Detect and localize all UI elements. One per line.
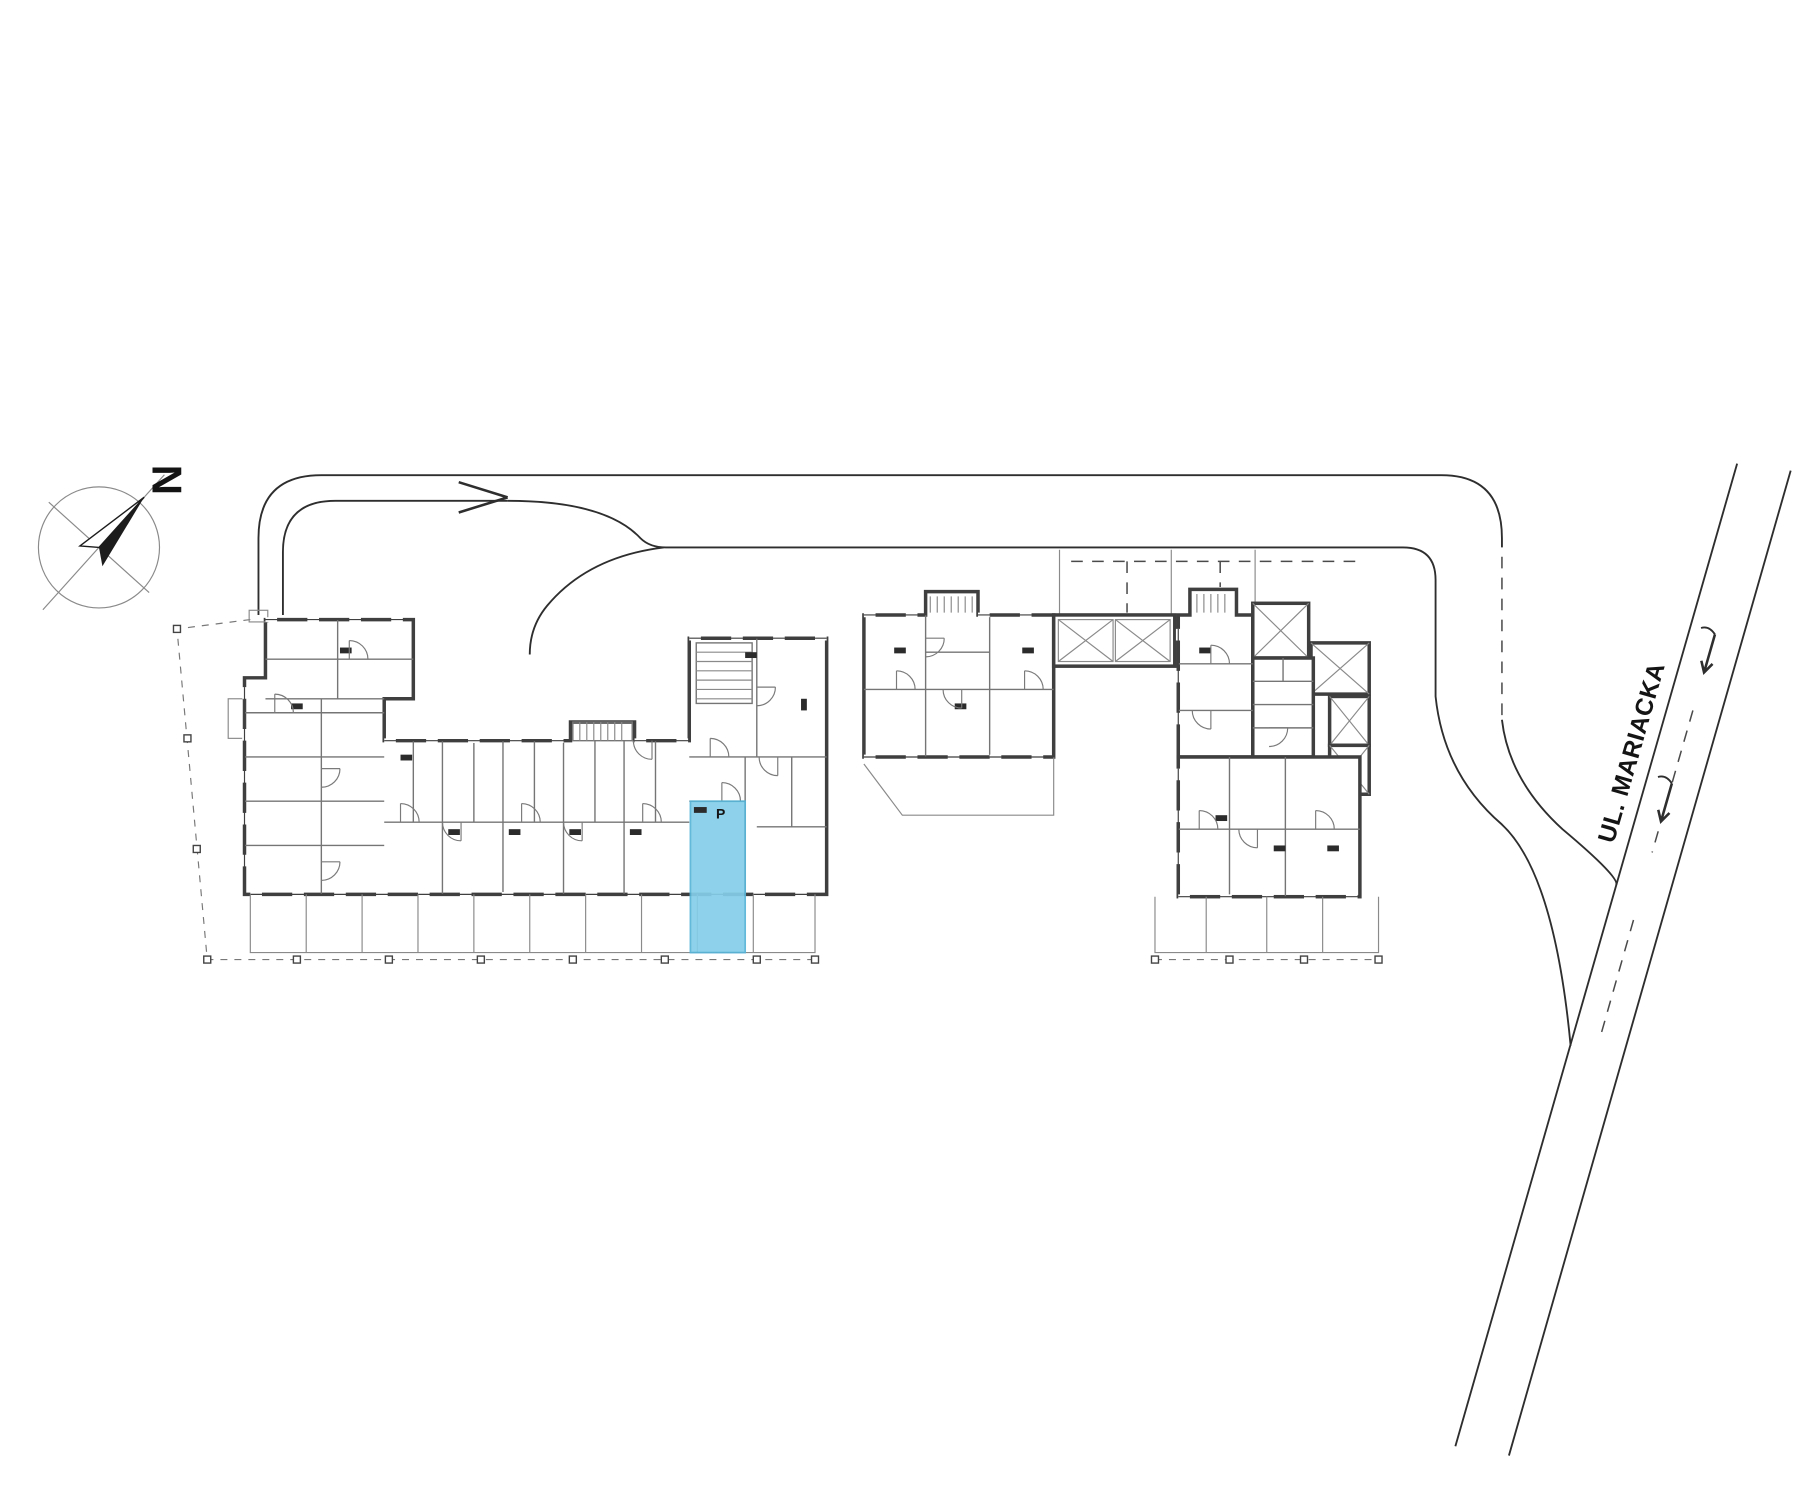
street-edge-left xyxy=(1454,463,1739,1447)
building-c-balconies xyxy=(1154,896,1380,954)
traffic-arrow xyxy=(1657,775,1674,824)
street: UL. MARIACKA xyxy=(1454,463,1792,1456)
highlighted-unit-group: P xyxy=(689,800,747,954)
fixture-marks xyxy=(291,647,807,835)
compass: N xyxy=(37,465,191,611)
road-connector-outer xyxy=(1501,719,1618,886)
staircase xyxy=(572,721,633,742)
garage-box xyxy=(1251,601,1311,660)
road-loop-outer xyxy=(257,474,1503,615)
driveway-curve xyxy=(528,546,664,655)
fixture-marks xyxy=(1199,647,1339,852)
staircase xyxy=(695,642,753,705)
building-b-partitions xyxy=(863,614,1054,757)
compass-needle xyxy=(42,474,165,611)
walkway-lines xyxy=(1058,549,1256,615)
garage-box xyxy=(1114,619,1171,663)
building-c-partitions xyxy=(1178,663,1360,897)
entrance-canopy xyxy=(248,609,269,623)
garage-box xyxy=(1057,619,1114,663)
building-c-lower-block xyxy=(1176,755,1362,899)
access-roads xyxy=(257,474,1618,1046)
street-center-dashes xyxy=(1599,710,1694,1039)
survey-markers xyxy=(172,624,1383,964)
garage-box xyxy=(1309,641,1371,696)
street-edge-right xyxy=(1508,470,1792,1456)
property-boundary xyxy=(172,619,1383,964)
garage-box xyxy=(1327,694,1371,748)
storage-cells xyxy=(1251,656,1316,759)
fixture-mark xyxy=(693,807,707,813)
traffic-arrow xyxy=(1700,626,1717,675)
staircase xyxy=(1196,593,1226,613)
compass-circle xyxy=(37,486,161,609)
building-c-outline xyxy=(1176,587,1255,759)
staircase xyxy=(929,596,973,613)
road-direction-arrow xyxy=(458,480,509,514)
road-connector-inner xyxy=(1434,696,1572,1046)
building-c xyxy=(1154,587,1380,954)
north-label: N xyxy=(144,465,191,495)
building-b xyxy=(862,589,1177,816)
road-loop-inner-left xyxy=(281,499,508,615)
highlighted-unit-label: P xyxy=(716,806,725,822)
side-porch xyxy=(227,698,246,739)
building-a xyxy=(227,609,829,954)
utility-dashed-lines xyxy=(1071,560,1360,613)
highlighted-unit[interactable] xyxy=(689,800,747,954)
road-loop-inner-top xyxy=(507,499,1437,697)
fixture-marks xyxy=(894,647,1034,710)
garage-row xyxy=(1051,613,1177,668)
terrace-edge xyxy=(863,756,1055,816)
